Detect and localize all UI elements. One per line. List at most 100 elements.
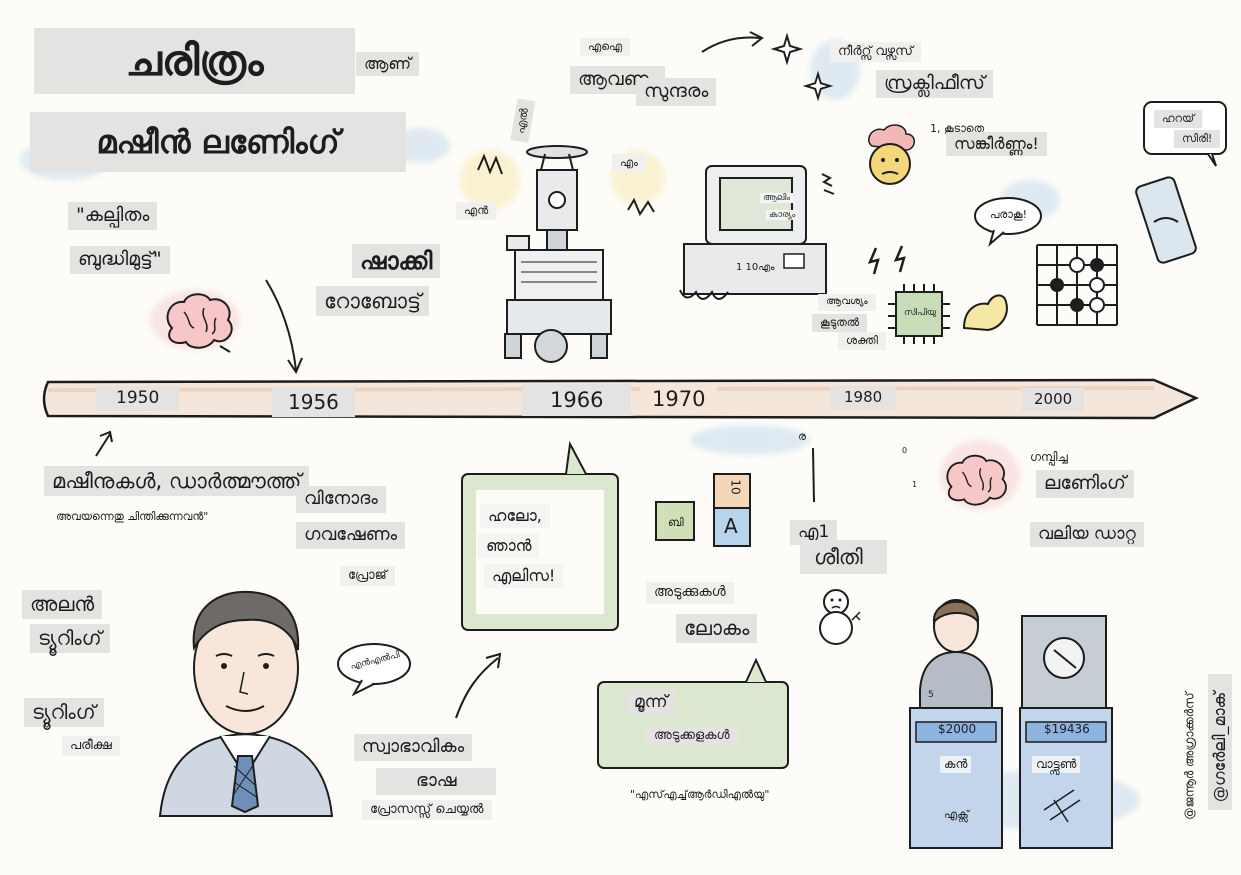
- nlp-label-3: പ്രോസസ്സ് ചെയ്യൽ: [362, 800, 492, 821]
- squiggle-icon: [627, 197, 655, 217]
- sparkle-icon: [770, 32, 804, 66]
- title-tag: ആണ്: [356, 52, 420, 76]
- ken-jennings-figure: [909, 599, 1003, 849]
- lightning-icon: [867, 245, 906, 275]
- stack-label-1: മൂന്ന്: [626, 690, 676, 716]
- line-icon: [812, 447, 815, 503]
- squiggle-icon: [821, 173, 835, 195]
- robot-tag-em: എം: [612, 154, 646, 172]
- bigdata-label: വലിയ ഡാറ്റ: [1030, 522, 1144, 548]
- chip-label: സിപിയു: [904, 308, 936, 318]
- nurses-label-2: സ്രക്ലിഫീസ്: [876, 70, 993, 98]
- pc-screen-1: ആലിം: [760, 193, 794, 203]
- shakey-label-1: ഷാക്കി: [352, 244, 441, 278]
- eliza-line2: ഞാൻ: [478, 534, 540, 558]
- squiggle-icon: [477, 153, 503, 175]
- speech-bubble-icon: [337, 643, 411, 697]
- arrow-icon: [455, 652, 502, 719]
- nlp-label-1: സ്വാഭാവികം: [354, 734, 473, 761]
- stack-label-2: അടുക്കളകൾ: [646, 726, 738, 747]
- fiction-line2: ബുദ്ധിമുട്ട്": [70, 246, 170, 274]
- title-line1: ചരിത്രം: [34, 28, 355, 94]
- shakey-robot-icon: [504, 145, 612, 363]
- watson-amount: $19436: [1044, 722, 1090, 736]
- blocks-label-1: അടുക്കുകൾ: [646, 582, 734, 604]
- alan-turing-portrait: [158, 590, 334, 817]
- siri-label: സിരി!: [1174, 130, 1221, 148]
- complex-label: സങ്കീർണ്ണം!: [946, 132, 1047, 156]
- year-1970: 1970: [640, 384, 718, 415]
- pc-base-label: 1 10എം: [736, 262, 775, 273]
- power-label-2: കൂടുതൽ: [812, 314, 867, 332]
- nurses-label-1: നീർറ്സ് വഴ്സസ്: [830, 42, 921, 63]
- year-1966: 1966: [522, 384, 632, 417]
- title-line2: മഷീൻ ലണിേംഗ്: [30, 112, 406, 172]
- exploding-head-icon: [868, 124, 915, 185]
- shrdlu-label: "എസ്എച്ച്ആർഡിഎൽയു": [630, 788, 770, 801]
- dot-label: ര: [798, 430, 806, 443]
- nlp-label-2: ഭാഷ: [376, 768, 497, 795]
- brain-icon: [166, 293, 233, 353]
- fiction-line1: "കല്പിതം: [68, 202, 158, 230]
- year-2000: 2000: [1022, 388, 1085, 411]
- credit-1: @ജന്നൂർ അഗ്രാക്കർസ്: [1182, 692, 1197, 820]
- alan-label-2: ട്യൂറിംഗ്: [30, 624, 110, 653]
- complex-pre: 1, കൂടാതെ: [930, 122, 985, 135]
- arrow-icon: [95, 430, 113, 457]
- deep-label: ലണിേംഗ്: [1036, 470, 1134, 498]
- power-label-3: ശക്തി: [838, 332, 886, 350]
- robot-tag-en: എൻ: [456, 202, 497, 220]
- hey-label: ഹറയ്: [1154, 110, 1203, 128]
- deep-pre: ഗമ്പ്പിച്ച: [1030, 450, 1068, 464]
- dartmouth-label: മഷീനുകൾ, ഡാർത്മൗത്ത്: [44, 466, 310, 497]
- speak-label: പരാകൂ!: [990, 208, 1027, 221]
- computer-icon: [679, 165, 827, 300]
- eliza-line1: ഹലോ,: [480, 504, 550, 528]
- thinking-label: അവയന്നെതു ചിന്തിക്കുന്നവൻ": [56, 510, 209, 523]
- block-b-label: ബി: [668, 516, 684, 529]
- ex-label: എക്സ്: [944, 808, 969, 821]
- blocks-label-2: ലോകം: [676, 614, 758, 643]
- brain-icon: [946, 454, 1007, 506]
- pc-screen-2: കാര്യം: [766, 210, 799, 220]
- winter-label: ശീതി: [800, 540, 887, 575]
- ken-label: കൻ: [940, 756, 972, 773]
- watercolor-blob: [690, 425, 810, 455]
- snowman-icon: [819, 589, 861, 645]
- watercolor-blob: [460, 150, 520, 210]
- shrdlu-bubble: [597, 657, 789, 769]
- speech-bubble-icon: [974, 197, 1042, 247]
- robot-tag-el: എൽ: [510, 98, 536, 143]
- flexed-arm-icon: [962, 294, 1008, 332]
- watson-figure: [1019, 615, 1113, 849]
- cpu-chip-icon: [888, 284, 950, 344]
- ai-small-label: എഐ: [580, 38, 631, 56]
- shakey-label-2: റോബോട്ട്: [316, 286, 430, 317]
- block-a-label: A: [724, 514, 738, 538]
- arrow-icon: [701, 31, 764, 53]
- arrow-icon: [265, 279, 303, 375]
- bits-1: 1: [912, 480, 918, 489]
- year-1980: 1980: [830, 386, 897, 409]
- year-1956: 1956: [272, 388, 355, 417]
- eliza-line3: എലിസ!: [484, 564, 564, 588]
- blocks-icon: [655, 473, 751, 547]
- watson-label: വാട്ട്സൺ: [1032, 756, 1081, 773]
- smartphone-icon: [1135, 176, 1197, 264]
- go-board-icon: [1036, 244, 1118, 326]
- year-1950: 1950: [96, 386, 180, 412]
- block-10-label: 10: [728, 479, 743, 495]
- fun-label-3: പ്രോജ്: [340, 566, 395, 587]
- ex5-label: 5: [928, 690, 934, 700]
- ai-beautiful-2: സുന്ദരം: [636, 78, 717, 106]
- power-label-1: ആവശ്യം: [818, 294, 876, 311]
- bits-0: 0: [902, 446, 908, 455]
- ken-amount: $2000: [938, 722, 977, 736]
- fun-label-1: വിനോദം: [296, 486, 386, 513]
- fun-label-2: ഗവഷേണം: [296, 522, 405, 549]
- credit-2: @ഗർേലി_മാക്: [1208, 674, 1232, 810]
- turing-test-2: പരീക്ഷ: [62, 736, 120, 757]
- turing-test-1: ട്യൂറിംഗ്: [24, 698, 104, 727]
- sparkle-icon: [802, 70, 834, 102]
- alan-label-1: അലൻ: [22, 590, 103, 619]
